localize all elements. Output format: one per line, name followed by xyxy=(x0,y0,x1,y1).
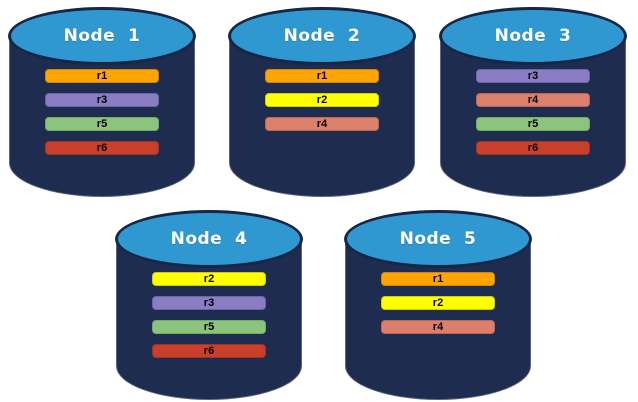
region-bar-label: r2 xyxy=(432,296,444,309)
region-bar-r1: r1 xyxy=(381,272,495,286)
region-bar-label: r1 xyxy=(96,69,108,82)
node-label: Node 1 xyxy=(63,26,141,46)
region-bar-label: r3 xyxy=(96,93,108,106)
region-bar-r4: r4 xyxy=(381,320,495,334)
region-bar-stack: r3 r4 r5 r6 xyxy=(476,69,590,155)
region-bar-r1: r1 xyxy=(45,69,159,83)
region-bar-r6: r6 xyxy=(152,344,266,358)
region-bar-r5: r5 xyxy=(45,117,159,131)
cylinder-top-ellipse: Node 5 xyxy=(344,210,532,268)
cylinder-top-ellipse: Node 1 xyxy=(8,7,196,65)
region-bar-label: r3 xyxy=(527,69,539,82)
node-label: Node 3 xyxy=(494,26,572,46)
region-bar-stack: r1 r2 r4 xyxy=(381,272,495,334)
region-bar-label: r5 xyxy=(96,117,108,130)
region-bar-r3: r3 xyxy=(45,93,159,107)
region-bar-label: r1 xyxy=(432,272,444,285)
cylinder-top-ellipse: Node 4 xyxy=(115,210,303,268)
region-bar-label: r5 xyxy=(527,117,539,130)
region-bar-r1: r1 xyxy=(265,69,379,83)
region-bar-label: r5 xyxy=(203,320,215,333)
cylinder-top-ellipse: Node 3 xyxy=(439,7,627,65)
region-bar-r2: r2 xyxy=(152,272,266,286)
region-bar-r3: r3 xyxy=(152,296,266,310)
region-bar-label: r1 xyxy=(316,69,328,82)
node-cylinder: Node 3 r3 r4 r5 r6 xyxy=(439,7,627,197)
region-bar-stack: r1 r3 r5 r6 xyxy=(45,69,159,155)
region-bar-label: r6 xyxy=(203,344,215,357)
region-bar-r2: r2 xyxy=(265,93,379,107)
node-label: Node 4 xyxy=(170,229,248,249)
node-cylinder: Node 2 r1 r2 r4 xyxy=(228,7,416,197)
region-bar-label: r4 xyxy=(527,93,539,106)
region-bar-label: r4 xyxy=(316,117,328,130)
region-bar-label: r6 xyxy=(96,141,108,154)
region-bar-label: r2 xyxy=(316,93,328,106)
node-cylinder: Node 5 r1 r2 r4 xyxy=(344,210,532,400)
region-bar-r5: r5 xyxy=(476,117,590,131)
region-bar-stack: r1 r2 r4 xyxy=(265,69,379,131)
region-bar-r2: r2 xyxy=(381,296,495,310)
region-bar-stack: r2 r3 r5 r6 xyxy=(152,272,266,358)
region-bar-r6: r6 xyxy=(476,141,590,155)
region-bar-r5: r5 xyxy=(152,320,266,334)
region-bar-r4: r4 xyxy=(476,93,590,107)
cylinder-top-ellipse: Node 2 xyxy=(228,7,416,65)
region-bar-label: r6 xyxy=(527,141,539,154)
region-bar-label: r4 xyxy=(432,320,444,333)
node-label: Node 2 xyxy=(283,26,361,46)
region-bar-r3: r3 xyxy=(476,69,590,83)
region-bar-r6: r6 xyxy=(45,141,159,155)
region-bar-r4: r4 xyxy=(265,117,379,131)
region-bar-label: r2 xyxy=(203,272,215,285)
node-label: Node 5 xyxy=(399,229,477,249)
region-bar-label: r3 xyxy=(203,296,215,309)
node-cylinder: Node 4 r2 r3 r5 r6 xyxy=(115,210,303,400)
node-cylinder: Node 1 r1 r3 r5 r6 xyxy=(8,7,196,197)
